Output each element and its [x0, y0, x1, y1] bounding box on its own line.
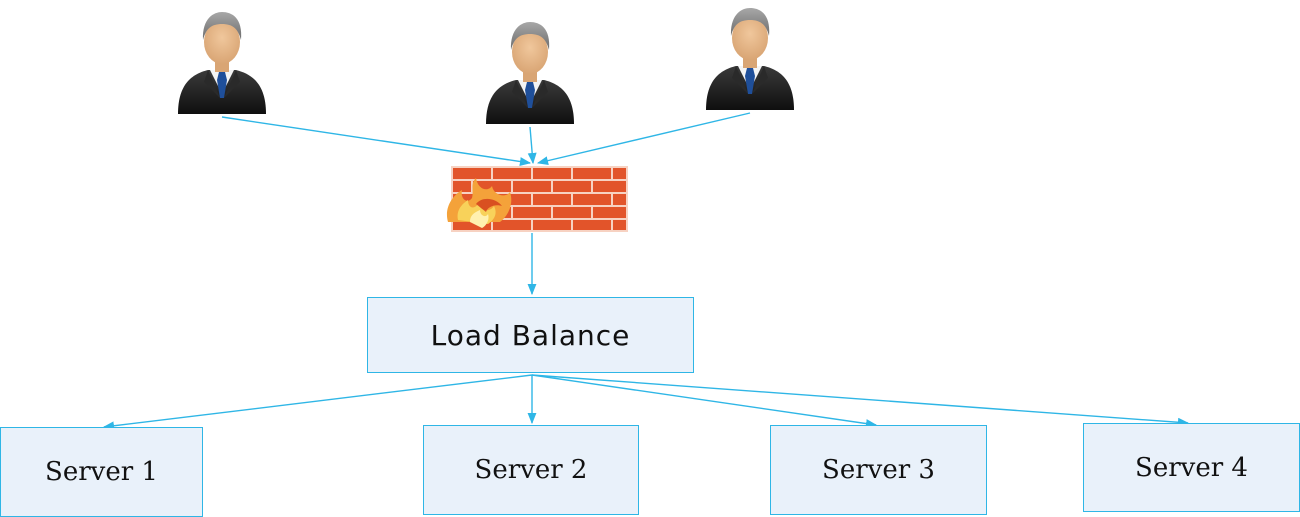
connector-loadbalancer-server3	[531, 374, 878, 428]
server-node-2: Server 2	[423, 425, 639, 515]
flame-icon	[446, 178, 512, 228]
server-label: Server 3	[822, 455, 935, 485]
connector-user3-firewall	[536, 112, 751, 166]
connector-user1-firewall	[221, 116, 532, 166]
businessman-icon	[706, 8, 794, 110]
connector-loadbalancer-server1	[102, 374, 533, 431]
businessman-icon	[486, 22, 574, 124]
user-2	[486, 22, 574, 124]
businessman-icon	[178, 12, 266, 114]
user-3	[706, 8, 794, 110]
connector-user2-firewall	[527, 126, 537, 165]
firewall-icon	[446, 166, 628, 232]
user-1	[178, 12, 266, 114]
load-balancer-node: Load Balance	[367, 297, 694, 373]
server-label: Server 2	[474, 455, 588, 485]
server-label: Server 4	[1135, 452, 1248, 483]
load-balancer-label: Load Balance	[430, 318, 631, 352]
server-label: Server 1	[45, 457, 158, 487]
server-node-3: Server 3	[770, 425, 987, 515]
server-node-1: Server 1	[0, 427, 203, 517]
connector-loadbalancer-server4	[531, 374, 1190, 427]
server-node-4: Server 4	[1083, 423, 1300, 512]
